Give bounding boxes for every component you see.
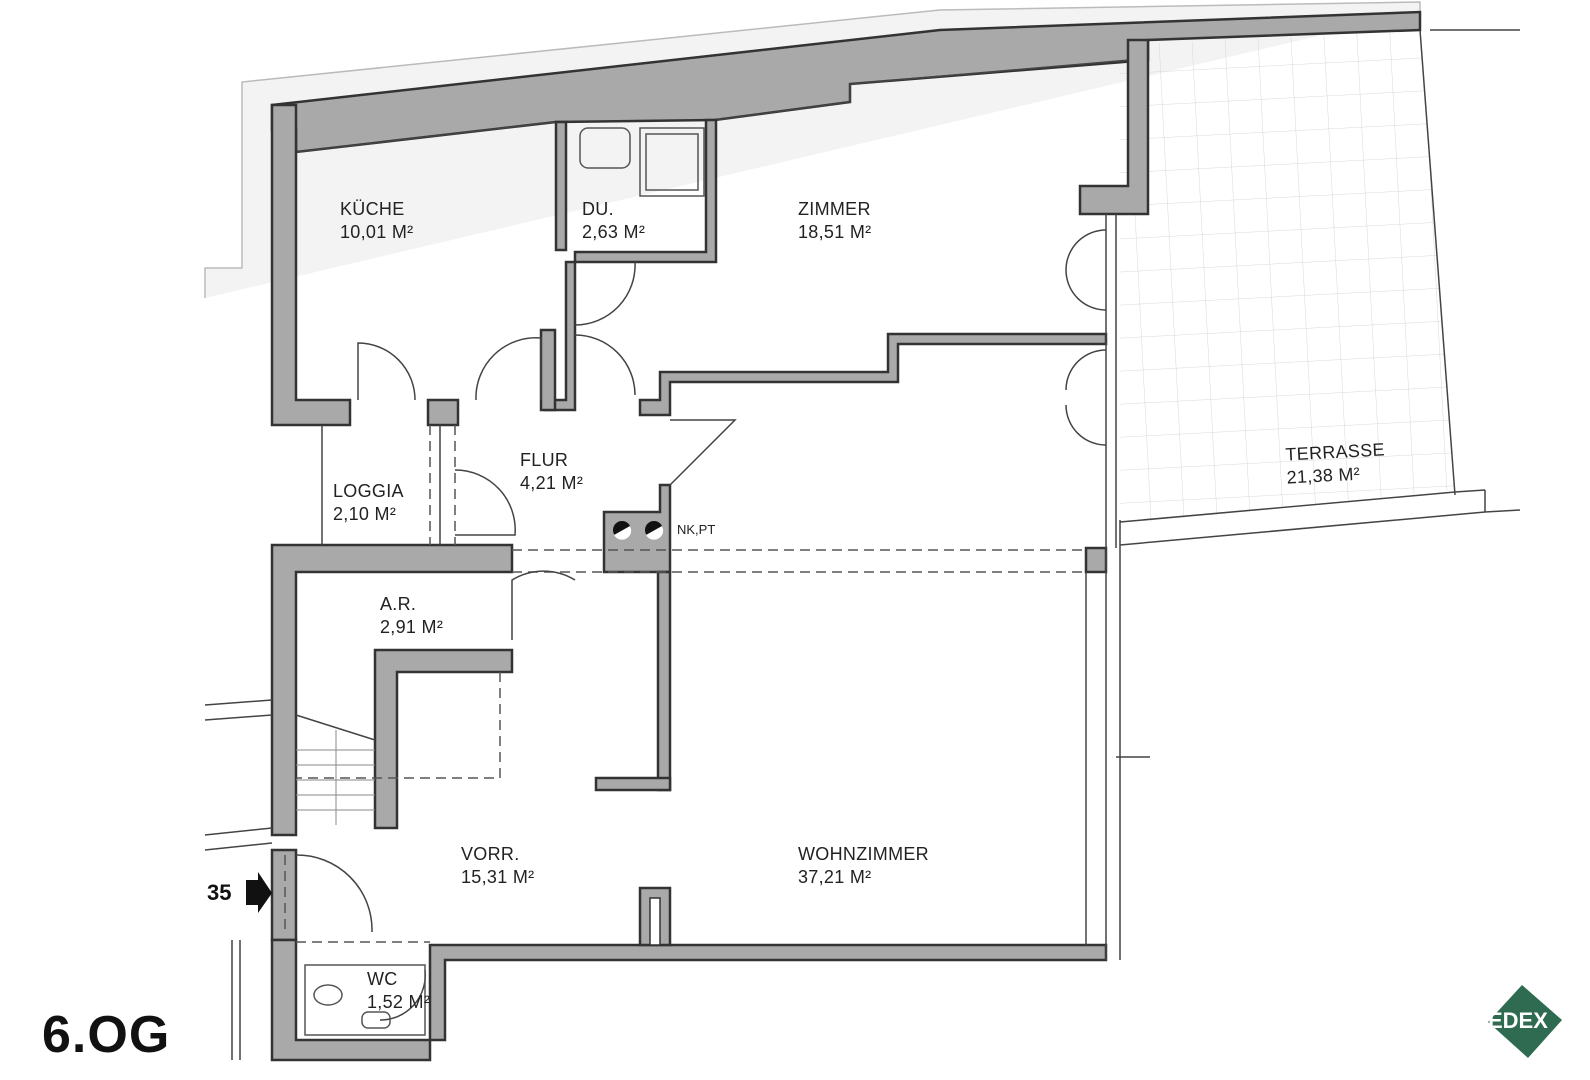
room-area: 18,51 M²	[798, 222, 872, 242]
room-area: 2,10 M²	[333, 504, 397, 524]
terrace-tiles	[1120, 30, 1455, 525]
bathroom-fixtures	[304, 127, 705, 1036]
room-area: 2,63 M²	[582, 222, 646, 242]
shaft-symbols	[613, 521, 664, 540]
room-wc: WC 1,52 M²	[367, 968, 430, 1014]
room-name: DU.	[582, 199, 614, 219]
stair-railings	[204, 699, 376, 851]
room-loggia: LOGGIA 2,10 M²	[333, 480, 404, 526]
room-name: A.R.	[380, 594, 417, 614]
floor-label: 6.OG	[42, 1006, 171, 1064]
technical-shaft-label: NK,PT	[677, 522, 716, 537]
wall-zimmer-right	[1078, 38, 1150, 216]
dashed-overhead-lines	[284, 425, 1086, 943]
entrance-arrow-icon	[246, 872, 272, 913]
room-name: KÜCHE	[340, 199, 405, 219]
wall-column	[426, 398, 460, 427]
entrance-number: 35	[207, 880, 232, 905]
room-area: 1,52 M²	[367, 992, 431, 1012]
neighbour-outline	[204, 1, 1421, 298]
wall-partition-foot	[594, 776, 672, 792]
terrace-edges	[1119, 29, 1521, 546]
wall-pier-inner	[649, 897, 661, 946]
glazing-lines	[231, 214, 1150, 1060]
logo	[1488, 985, 1562, 1058]
wall-shower	[554, 120, 568, 252]
wall-bottom	[270, 848, 298, 942]
room-area: 2,91 M²	[380, 617, 444, 637]
room-vorr: VORR. 15,31 M²	[461, 843, 534, 889]
logo-text: EDEX	[1488, 1008, 1548, 1033]
wall-flur-stub	[539, 328, 557, 412]
room-name: WOHNZIMMER	[798, 844, 929, 864]
room-name: ZIMMER	[798, 199, 871, 219]
room-flur: FLUR 4,21 M²	[520, 449, 583, 495]
room-area: 15,31 M²	[461, 867, 535, 887]
room-name: LOGGIA	[333, 481, 404, 501]
wall-zimmer-bottom	[638, 332, 1108, 417]
room-name: VORR.	[461, 844, 520, 864]
room-area: 4,21 M²	[520, 473, 584, 493]
doors	[295, 229, 1107, 1021]
room-ar: A.R. 2,91 M²	[380, 593, 443, 639]
room-zimmer: ZIMMER 18,51 M²	[798, 198, 871, 244]
wall-ar-inner	[373, 648, 514, 830]
room-area: 37,21 M²	[798, 867, 872, 887]
wall-top-inner-line	[295, 59, 1131, 153]
room-name: WC	[367, 969, 398, 989]
room-name: FLUR	[520, 450, 569, 470]
room-kueche: KÜCHE 10,01 M²	[340, 198, 413, 244]
room-du: DU. 2,63 M²	[582, 198, 645, 244]
wall-wohn-partition	[656, 570, 672, 792]
wall-kitchen-left	[270, 103, 352, 427]
column	[1084, 546, 1108, 574]
wall-ar	[270, 543, 514, 837]
room-wohnzimmer: WOHNZIMMER 37,21 M²	[798, 843, 929, 889]
stairs	[296, 730, 375, 825]
room-area: 10,01 M²	[340, 222, 414, 242]
